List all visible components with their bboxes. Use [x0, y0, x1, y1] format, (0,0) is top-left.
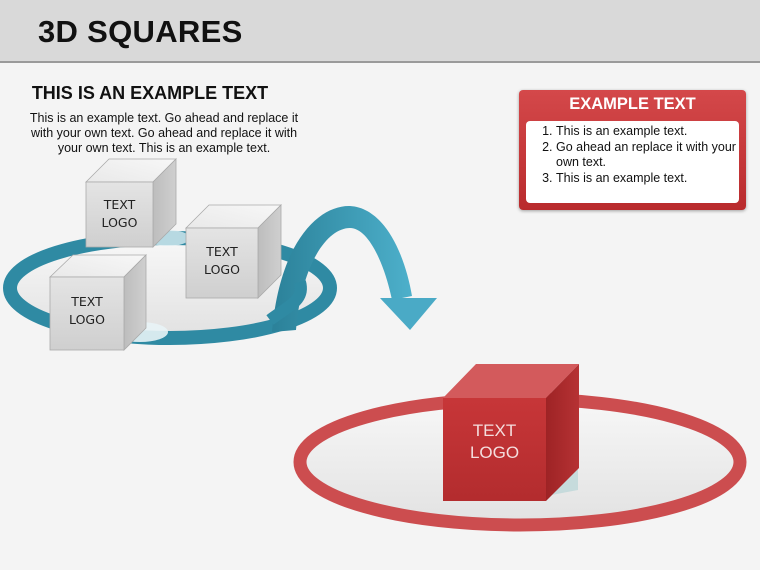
red-cube — [443, 364, 579, 501]
gray-cube — [49, 254, 147, 351]
callout-item: This is an example text. — [556, 124, 739, 140]
curved-arrow-icon — [266, 205, 437, 332]
callout-item: This is an example text. — [556, 171, 739, 187]
cube-label-line: LOGO — [101, 215, 138, 230]
callout-list: This is an example text. Go ahead an rep… — [526, 121, 739, 186]
cube-label-line: TEXT — [71, 294, 103, 309]
cube-label: TEXT LOGO — [50, 293, 124, 329]
cube-label-line: TEXT — [103, 197, 136, 212]
cube-label: TEXT LOGO — [86, 196, 153, 232]
cube-label: TEXT LOGO — [186, 243, 258, 279]
cube-label-line: LOGO — [469, 443, 520, 462]
callout-item: Go ahead an replace it with your own tex… — [556, 140, 739, 171]
cube-label-line: TEXT — [206, 244, 238, 259]
intro-body: This is an example text. Go ahead and re… — [29, 111, 299, 155]
example-callout: EXAMPLE TEXT This is an example text. Go… — [519, 90, 746, 210]
cube-label-line: LOGO — [69, 312, 105, 327]
cube-label-line: TEXT — [472, 421, 517, 440]
page-title: 3D SQUARES — [38, 14, 243, 49]
header-bar: 3D SQUARES — [0, 0, 760, 63]
intro-heading: THIS IS AN EXAMPLE TEXT — [31, 83, 269, 103]
red-cube-label: TEXT LOGO — [443, 420, 546, 464]
cube-label-line: LOGO — [204, 262, 240, 277]
callout-body: This is an example text. Go ahead an rep… — [526, 121, 739, 203]
gray-cube — [185, 204, 282, 299]
gray-cube — [85, 158, 177, 248]
callout-title: EXAMPLE TEXT — [569, 95, 696, 113]
